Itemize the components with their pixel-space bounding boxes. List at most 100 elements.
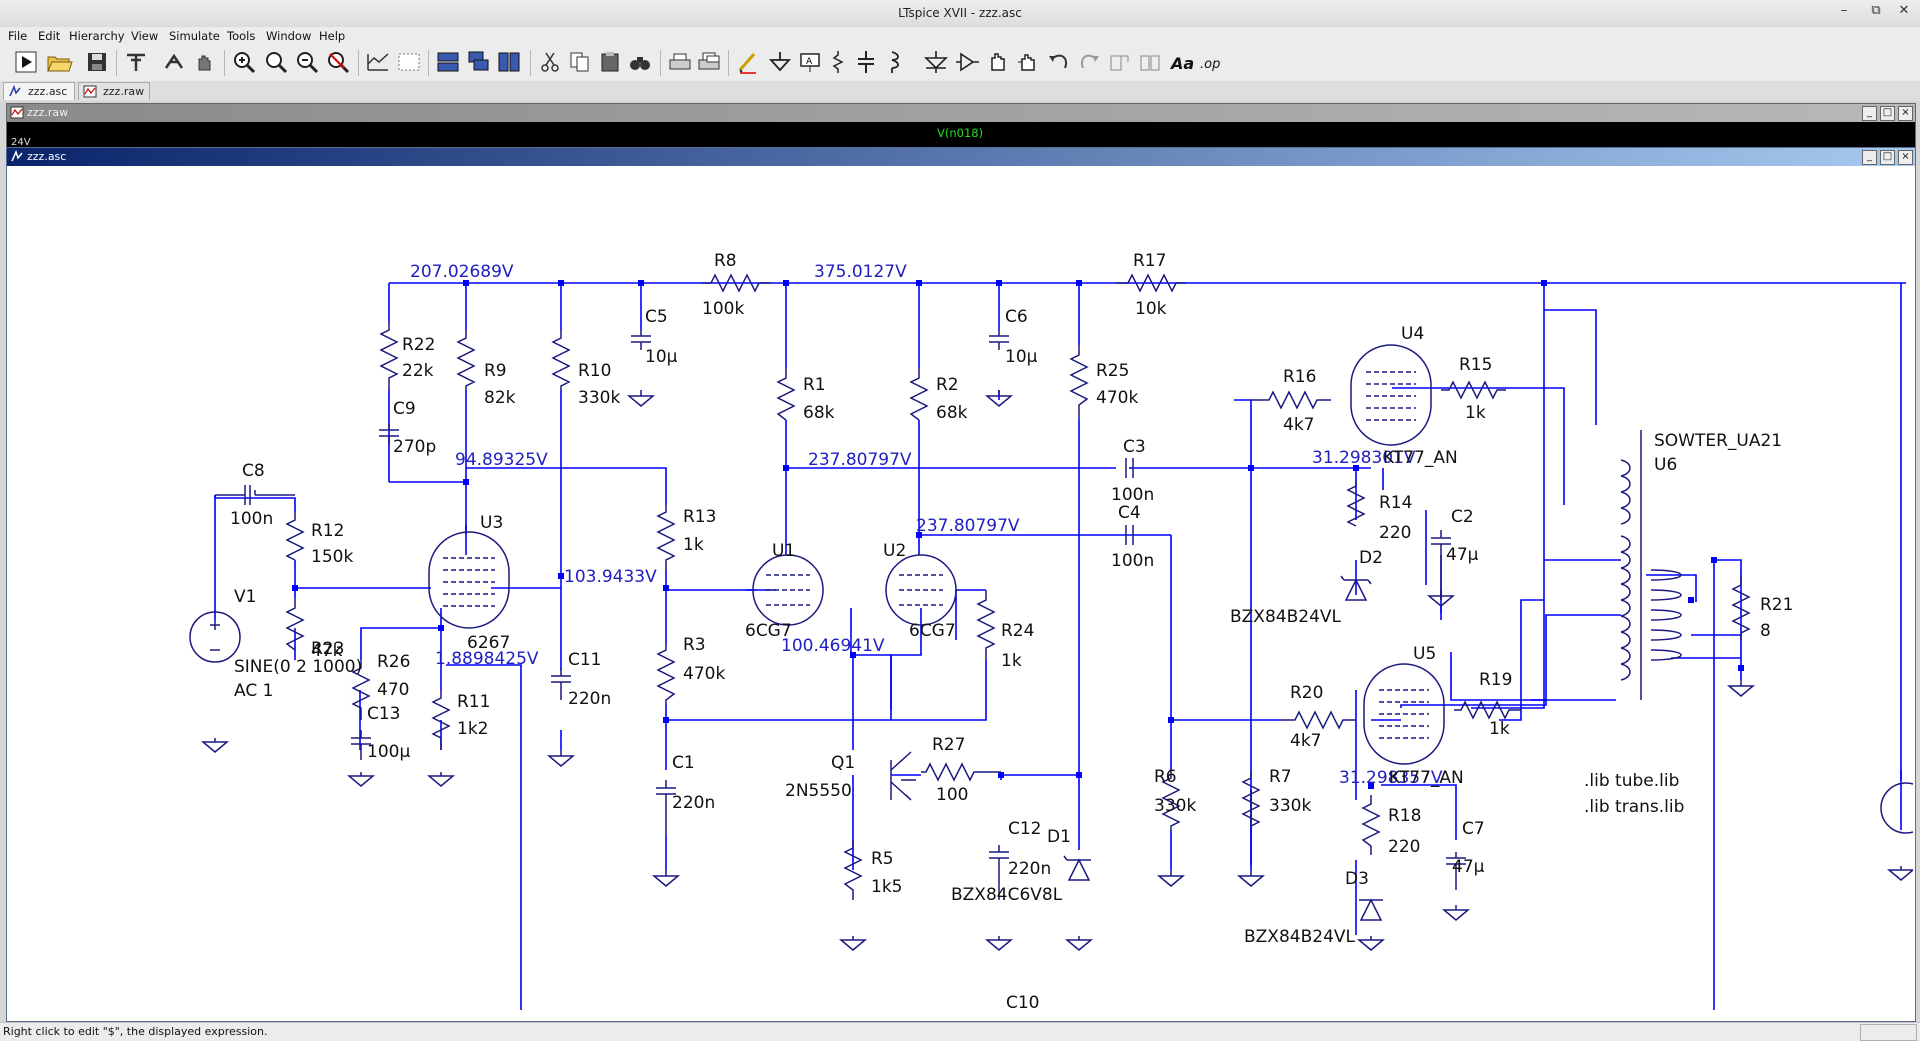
- minimize-button[interactable]: –: [1840, 3, 1848, 18]
- spice-directive[interactable]: .lib tube.lib: [1584, 771, 1679, 791]
- trace-label[interactable]: V(n018): [937, 126, 984, 140]
- copy-icon[interactable]: [566, 48, 594, 76]
- source-v1-function[interactable]: SINE(0 2 1000): [234, 657, 362, 677]
- device-u4[interactable]: KT77_AN: [1383, 448, 1458, 468]
- node-voltage[interactable]: 103.9433V: [564, 567, 657, 587]
- menu-help[interactable]: Help: [319, 29, 346, 43]
- close-button[interactable]: ✕: [1898, 3, 1910, 18]
- zoom-cancel-icon[interactable]: [324, 48, 352, 76]
- redo-icon[interactable]: [1075, 48, 1103, 76]
- value-r9[interactable]: 82k: [484, 388, 516, 408]
- value-c6[interactable]: 10µ: [1005, 347, 1038, 367]
- menu-tools[interactable]: Tools: [227, 29, 256, 43]
- inductor-icon[interactable]: [880, 48, 908, 76]
- value-r16[interactable]: 4k7: [1283, 415, 1314, 435]
- value-r20[interactable]: 4k7: [1290, 731, 1321, 751]
- spice-directive[interactable]: .lib trans.lib: [1584, 797, 1684, 817]
- waveform-window-titlebar[interactable]: zzz.raw _ □ ×: [7, 104, 1915, 122]
- minimize-icon[interactable]: _: [1862, 106, 1877, 121]
- waveform-window[interactable]: zzz.raw _ □ × V(n018) 24V: [6, 103, 1916, 149]
- cascade-icon[interactable]: [465, 48, 493, 76]
- schematic-canvas[interactable]: 207.02689V 375.0127V 94.89325V 237.80797…: [7, 166, 1913, 1019]
- value-r15[interactable]: 1k: [1465, 403, 1486, 423]
- component-icon[interactable]: [953, 48, 981, 76]
- value-c9[interactable]: 270p: [393, 437, 436, 457]
- save-icon[interactable]: [83, 48, 111, 76]
- tile-horizontal-icon[interactable]: [434, 48, 462, 76]
- resistor-icon[interactable]: [824, 48, 852, 76]
- device-d3[interactable]: BZX84B24VL: [1244, 927, 1356, 947]
- print-icon[interactable]: [666, 48, 694, 76]
- device-u6[interactable]: SOWTER_UA21: [1654, 431, 1782, 451]
- print-preview-icon[interactable]: [695, 48, 723, 76]
- value-c1[interactable]: 220n: [672, 793, 715, 813]
- menu-edit[interactable]: Edit: [38, 29, 61, 43]
- value-c3[interactable]: 100n: [1111, 485, 1154, 505]
- value-r23[interactable]: 47k: [311, 641, 343, 661]
- menu-window[interactable]: Window: [266, 29, 312, 43]
- node-voltage[interactable]: 1.8898425V: [435, 649, 539, 669]
- value-r13[interactable]: 1k: [683, 535, 704, 555]
- value-c11[interactable]: 220n: [568, 689, 611, 709]
- value-r14[interactable]: 220: [1379, 523, 1411, 543]
- value-r17[interactable]: 10k: [1135, 299, 1167, 319]
- node-voltage[interactable]: 207.02689V: [410, 262, 514, 282]
- control-panel-icon[interactable]: [122, 48, 150, 76]
- value-c4[interactable]: 100n: [1111, 551, 1154, 571]
- paste-icon[interactable]: [596, 48, 624, 76]
- menu-hierarchy[interactable]: Hierarchy: [69, 29, 125, 43]
- value-r22[interactable]: 22k: [402, 361, 434, 381]
- close-icon[interactable]: ×: [1898, 106, 1913, 121]
- wire-icon[interactable]: [734, 48, 762, 76]
- cut-icon[interactable]: [536, 48, 564, 76]
- halt-icon[interactable]: [160, 48, 188, 76]
- maximize-icon[interactable]: □: [1880, 150, 1895, 165]
- device-u1[interactable]: 6CG7: [745, 621, 792, 641]
- zoom-in-icon[interactable]: [230, 48, 258, 76]
- drag-icon[interactable]: [1014, 48, 1042, 76]
- schematic-window-titlebar[interactable]: zzz.asc _ □ ×: [7, 148, 1915, 166]
- tab-zzz-asc[interactable]: zzz.asc: [3, 82, 75, 100]
- move-icon[interactable]: [984, 48, 1012, 76]
- device-u5[interactable]: KT77_AN: [1389, 768, 1464, 788]
- value-r11[interactable]: 1k2: [457, 719, 488, 739]
- restore-button[interactable]: ⧉: [1871, 3, 1881, 18]
- node-voltage[interactable]: 31.298357V: [1339, 768, 1443, 788]
- node-voltage[interactable]: 375.0127V: [814, 262, 907, 282]
- device-u2[interactable]: 6CG7: [909, 621, 956, 641]
- spice-directive-icon[interactable]: .op: [1197, 48, 1225, 76]
- value-c13[interactable]: 100µ: [367, 742, 410, 762]
- node-voltage[interactable]: 31.298301V: [1312, 448, 1416, 468]
- label-net-icon[interactable]: A: [796, 48, 824, 76]
- value-r7[interactable]: 330k: [1269, 796, 1311, 816]
- value-r18[interactable]: 220: [1388, 837, 1420, 857]
- open-icon[interactable]: [45, 48, 73, 76]
- value-r8[interactable]: 100k: [702, 299, 744, 319]
- value-r5[interactable]: 1k5: [871, 877, 902, 897]
- menu-file[interactable]: File: [8, 29, 28, 43]
- device-u3[interactable]: 6267: [467, 633, 510, 653]
- value-r24[interactable]: 1k: [1001, 651, 1022, 671]
- tab-zzz-raw[interactable]: zzz.raw: [78, 82, 150, 100]
- find-icon[interactable]: [626, 48, 654, 76]
- node-voltage[interactable]: 237.80797V: [808, 450, 912, 470]
- value-r27[interactable]: 100: [936, 785, 968, 805]
- value-c7[interactable]: 47µ: [1452, 857, 1485, 877]
- component-c10[interactable]: C10: [1006, 993, 1040, 1013]
- node-voltage[interactable]: 237.80797V: [916, 516, 1020, 536]
- text-icon[interactable]: Aa: [1168, 48, 1196, 76]
- value-r12[interactable]: 150k: [311, 547, 353, 567]
- value-c8[interactable]: 100n: [230, 509, 273, 529]
- zoom-full-icon[interactable]: [262, 48, 290, 76]
- value-r21[interactable]: 8: [1760, 621, 1771, 641]
- menu-view[interactable]: View: [131, 29, 159, 43]
- source-v1-ac[interactable]: AC 1: [234, 681, 273, 701]
- value-r2[interactable]: 68k: [936, 403, 968, 423]
- value-c12[interactable]: 220n: [1008, 859, 1051, 879]
- maximize-icon[interactable]: □: [1880, 106, 1895, 121]
- node-voltage[interactable]: 100.46941V: [781, 636, 885, 656]
- minimize-icon[interactable]: _: [1862, 150, 1877, 165]
- node-voltage[interactable]: 94.89325V: [455, 450, 548, 470]
- pan-hand-icon[interactable]: [190, 48, 218, 76]
- value-c5[interactable]: 10µ: [645, 347, 678, 367]
